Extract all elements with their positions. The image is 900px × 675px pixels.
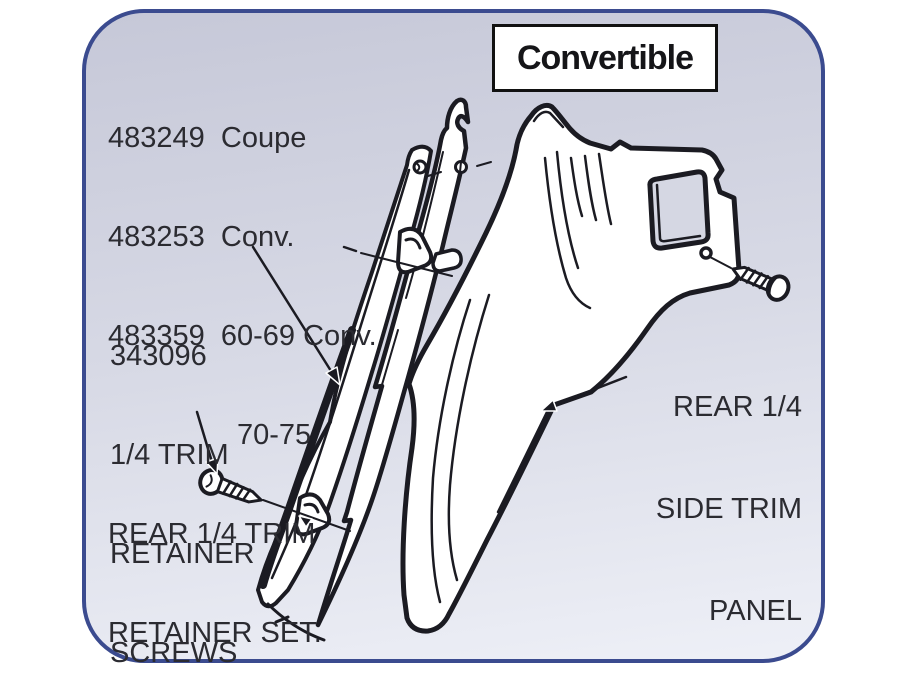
convertible-badge-label: Convertible — [516, 38, 694, 77]
retainer-screws-label-line: SCREWS — [110, 637, 238, 669]
retainer-upper-clip-hook — [404, 237, 422, 250]
screw-leader-arrowhead — [298, 515, 313, 528]
convertible-badge: Convertible — [492, 24, 718, 92]
arrow-line — [552, 375, 628, 407]
side-trim-panel-label-line: REAR 1/4 — [673, 391, 802, 423]
retainer-screw-lower — [198, 468, 351, 532]
panel-arrow — [540, 375, 628, 412]
panel-top-inner-line — [532, 110, 565, 129]
panel-hole — [647, 169, 711, 251]
arrowhead — [205, 457, 219, 475]
part-number-line: 483359 60-69 Conv. — [108, 320, 377, 352]
screw-threads — [221, 480, 252, 502]
retainer-screws-label-line: 343096 — [110, 340, 207, 372]
side-trim-panel-label-line: SIDE TRIM — [655, 493, 802, 525]
retainer-set-cross-line — [360, 252, 453, 277]
retainer-screw-right — [709, 256, 791, 302]
screw-leader-line — [262, 499, 351, 532]
panel-crease-lines — [569, 152, 613, 226]
part-number-line: 483253 Conv. — [108, 221, 295, 253]
panel-molding-curves — [543, 150, 592, 310]
panel-screw-leader — [709, 256, 732, 269]
panel-leg-inner-lines — [430, 293, 549, 604]
retainer-set-dash — [342, 245, 358, 253]
screw-threads — [739, 266, 770, 290]
part-number-line: 483249 Coupe — [108, 122, 307, 154]
side-trim-panel-label: REAR 1/4 SIDE TRIM PANEL — [520, 322, 802, 675]
retainer-top-tick-marks — [427, 161, 492, 177]
side-trim-panel-drawing — [400, 102, 742, 634]
arrow-line — [195, 410, 214, 464]
screw-head-slot — [205, 474, 213, 488]
arrow-line — [251, 245, 333, 373]
panel-hole-inner-edge — [655, 183, 702, 243]
arrowhead — [540, 399, 558, 412]
retainer-screws-label: 343096 1/4 TRIM RETAINER SCREWS — [110, 274, 254, 675]
screw-head-ring — [768, 275, 779, 297]
part-number-list: 483249 Coupe 483253 Conv. 483359 60-69 C… — [108, 56, 377, 675]
retainer-back-strip — [315, 97, 471, 628]
retainer-set-arrow — [251, 245, 453, 386]
retainer-groove-line — [270, 168, 411, 580]
trim-retainer-drawing — [256, 97, 492, 642]
retainer-set-label: RETAINER SET. — [108, 617, 322, 649]
panel-screw-hole — [699, 246, 713, 260]
retainer-screws-label-line: 1/4 TRIM — [110, 439, 229, 471]
screws-arrow — [195, 410, 219, 475]
retainer-lower-clip-hook — [303, 502, 320, 514]
part-number-line: 70-75 — [237, 419, 312, 451]
retainer-back-strip-inner-line — [359, 151, 444, 461]
retainer-set-label: REAR 1/4 TRIM — [108, 518, 316, 550]
retainer-stud — [431, 248, 463, 273]
arrowhead — [325, 366, 341, 386]
retainer-top-screw-slot — [459, 161, 462, 173]
retainer-stub-screw-slot — [415, 162, 421, 172]
side-trim-panel-label-line: PANEL — [709, 595, 802, 627]
retainer-screws-label-line: RETAINER — [110, 538, 255, 570]
retainer-bottom-flange — [266, 602, 326, 642]
